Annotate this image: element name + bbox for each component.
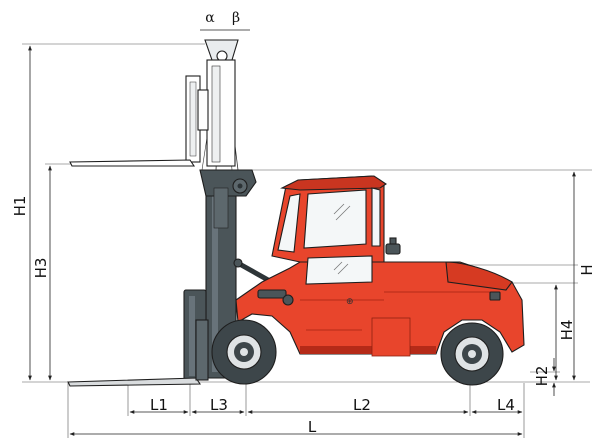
- svg-text:⊕: ⊕: [346, 297, 354, 307]
- dimension-L3: L3: [191, 396, 245, 414]
- label-L4: L4: [497, 396, 515, 414]
- lowered-carriage: [67, 289, 209, 387]
- tilt-angles: α β: [200, 10, 250, 31]
- dimension-H1: H1: [11, 45, 32, 381]
- dimension-H3: H3: [32, 165, 52, 381]
- label-H4: H4: [558, 320, 576, 341]
- dimension-L4: L4: [471, 396, 523, 414]
- label-H1: H1: [11, 196, 29, 217]
- label-L2: L2: [353, 396, 371, 414]
- dimension-L: L: [69, 418, 523, 436]
- label-L: L: [308, 418, 317, 436]
- label-alpha: α: [205, 10, 215, 26]
- front-wheel: [211, 319, 277, 385]
- label-L1: L1: [150, 396, 168, 414]
- truck-body: ⊕: [235, 175, 525, 357]
- label-L3: L3: [210, 396, 228, 414]
- dimension-L1: L1: [129, 396, 189, 414]
- rear-wheel: [440, 322, 504, 386]
- dimension-H2: H2: [533, 358, 556, 396]
- label-H2: H2: [533, 366, 551, 387]
- dimension-L2: L2: [247, 396, 469, 414]
- dimension-H: H: [572, 171, 596, 381]
- dimension-H4: H4: [554, 284, 576, 381]
- label-H: H: [578, 264, 596, 275]
- label-H3: H3: [32, 258, 50, 279]
- label-beta: β: [232, 10, 240, 26]
- raised-carriage: [69, 39, 239, 171]
